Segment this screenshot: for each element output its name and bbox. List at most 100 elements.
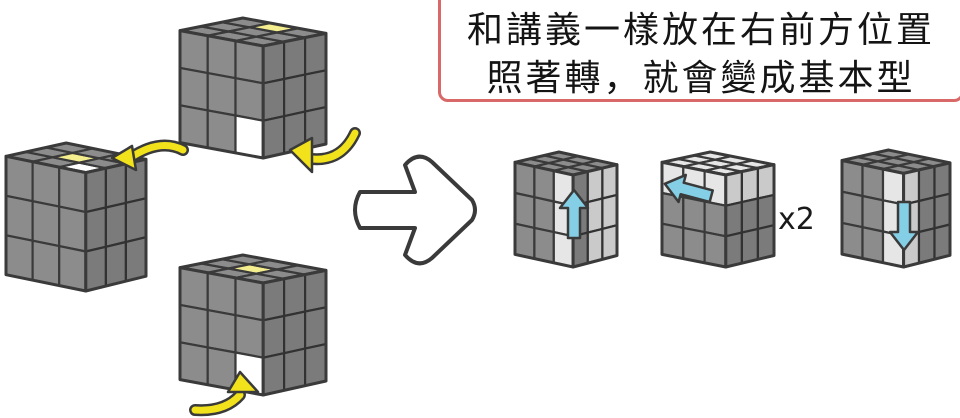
case-top-cube-front-face-sticker [206, 109, 237, 154]
result-cube-3-right-face-sticker [933, 161, 952, 199]
result-cube-1-right-face-sticker [586, 167, 604, 204]
result-cube-1-front-face-sticker [513, 161, 536, 199]
yellow-curved-arrow-icon-case-bottom [189, 370, 260, 417]
result-cube-1-right-face-sticker [586, 197, 604, 234]
case-bottom-cube-right-face-sticker [283, 347, 307, 392]
result-cube-2-right-face-sticker [740, 227, 760, 265]
result-cube-1-front-face-sticker [513, 222, 536, 260]
result-cube-3-front-face-sticker [840, 221, 864, 260]
case-top-cube-front-face-sticker [206, 34, 237, 80]
case-middle-cube-front-face [4, 154, 88, 293]
case-bottom-cube-front-face-sticker [206, 271, 237, 317]
case-bottom-cube [178, 253, 328, 397]
case-middle-cube-front-face-sticker [4, 194, 34, 242]
case-top-cube-front-face-sticker [234, 77, 265, 122]
instruction-line-2: 照著轉，就會變成基本型 [486, 58, 916, 99]
arrow-layer [110, 127, 920, 417]
case-top-cube-front-face-sticker [178, 29, 209, 75]
case-bottom-cube-front-face-sticker [178, 303, 209, 349]
result-cube-2-right-face [724, 163, 776, 269]
result-cube-2-right-face-sticker [756, 193, 776, 230]
blue-move-arrow-icon-down [888, 200, 920, 252]
result-cube-3-front-face-sticker [861, 226, 885, 264]
result-cube-1-right-face-sticker [601, 163, 619, 200]
case-middle-cube-right-face-sticker [84, 167, 108, 214]
case-bottom-cube-right-face [261, 268, 328, 397]
result-cube-3-front-face-sticker [881, 168, 905, 206]
case-bottom-cube-right-face-sticker [262, 314, 286, 359]
case-middle-cube-right-face-sticker [104, 162, 128, 209]
case-middle-cube-front-face-sticker [31, 200, 61, 248]
case-middle-cube-right-face-sticker [84, 245, 108, 293]
instruction-line-1: 和講義一樣放在右前方位置 [466, 10, 935, 51]
result-cube-3 [840, 148, 952, 269]
case-top-cube-right-face-sticker [262, 77, 286, 122]
case-middle-cube-right-face [84, 157, 148, 293]
yellow-curved-arrow-icon-case-middle [110, 139, 189, 172]
case-top-cube-front-face-sticker [234, 39, 265, 85]
case-bottom-cube-front-face-sticker [178, 341, 209, 386]
result-cube-3-right-face-sticker [902, 168, 921, 206]
case-top-cube-right-face-sticker [304, 32, 328, 76]
case-top-cube-front-face-sticker [178, 104, 209, 149]
case-bottom-cube-right-face-sticker [283, 310, 307, 355]
result-cube-3-right-face-sticker [917, 227, 936, 265]
result-cube-2-right-face-sticker [756, 224, 776, 261]
case-bottom-cube-right-face-sticker [262, 352, 286, 397]
case-bottom-cube-right-face-sticker [283, 273, 307, 318]
case-middle-cube-front-face-sticker [4, 155, 34, 203]
case-bottom-cube-right-face-sticker [304, 269, 328, 313]
result-cube-1-right-face-sticker [586, 227, 604, 265]
case-top-cube-front-face-sticker [234, 114, 265, 160]
case-bottom-cube-right-face-outline [261, 268, 328, 397]
case-top-cube-right-face-outline [261, 31, 328, 160]
blue-move-arrow-icon-up [558, 188, 590, 240]
case-middle-cube-right-face-sticker [124, 197, 148, 244]
case-bottom-cube-right-face-sticker [262, 277, 286, 322]
case-top-cube-right-face-sticker [262, 115, 286, 160]
case-top-cube-front-face [178, 29, 265, 160]
case-top-cube [178, 16, 328, 160]
result-cube-2 [660, 150, 776, 269]
result-cube-2-front-face-sticker [703, 231, 727, 269]
hollow-right-arrow-icon [353, 154, 477, 266]
result-cube-2-right-face-sticker [740, 167, 760, 204]
yellow-curved-arrow-icon-case-top [288, 127, 361, 174]
case-bottom-cube-front-face-sticker [234, 276, 265, 322]
case-top-cube-right-face-sticker [283, 36, 307, 81]
case-middle-cube-right-face-sticker [104, 201, 128, 248]
result-cube-1-right-face-sticker [601, 224, 619, 261]
case-bottom-cube-front-face-sticker [234, 314, 265, 359]
case-top-cube-front-face-sticker [206, 71, 237, 117]
result-cube-2-front-face-sticker [660, 222, 685, 260]
result-cube-3-right-face-sticker [933, 223, 952, 261]
case-middle-cube-front-face-sticker [58, 166, 87, 214]
result-cube-3-front-face-sticker [840, 190, 864, 229]
result-cube-1-front-face-sticker [533, 226, 555, 264]
instruction-note: 和講義一樣放在右前方位置 照著轉，就會變成基本型 [438, 0, 960, 102]
case-middle-cube-right-face-sticker [84, 206, 108, 253]
result-cube-2-right-face-sticker [756, 163, 776, 200]
case-middle-cube-right-face-sticker [124, 236, 148, 283]
case-bottom-cube-front-face-sticker [206, 346, 237, 391]
case-top-cube-front-face-sticker [178, 66, 209, 112]
result-cube-3-front-face-sticker [840, 159, 864, 198]
result-cube-1-front-face-sticker [533, 165, 555, 203]
case-middle-cube-front-face-sticker [31, 239, 61, 287]
case-bottom-cube-front-face-sticker [178, 266, 209, 312]
result-cube-1-right-face-sticker [601, 193, 619, 230]
result-cube-1-front-face-sticker [533, 196, 555, 234]
case-bottom-cube-front-face-sticker [206, 309, 237, 354]
case-top-cube-right-face [261, 31, 328, 160]
result-cube-1 [513, 150, 619, 269]
case-bottom-cube-right-face-sticker [304, 343, 328, 387]
case-bottom-cube-front-face [178, 266, 265, 397]
result-cube-1-front-face [513, 160, 575, 269]
case-middle-cube-right-face-sticker [104, 240, 128, 288]
result-cube-3-right-face-sticker [917, 196, 936, 234]
result-cube-2-front-face-sticker [682, 226, 706, 264]
case-top-cube-right-face-sticker [304, 69, 328, 113]
case-middle-cube [4, 141, 148, 293]
case-middle-cube-front-face-sticker [58, 245, 87, 293]
result-cube-2-front-face [660, 160, 728, 269]
